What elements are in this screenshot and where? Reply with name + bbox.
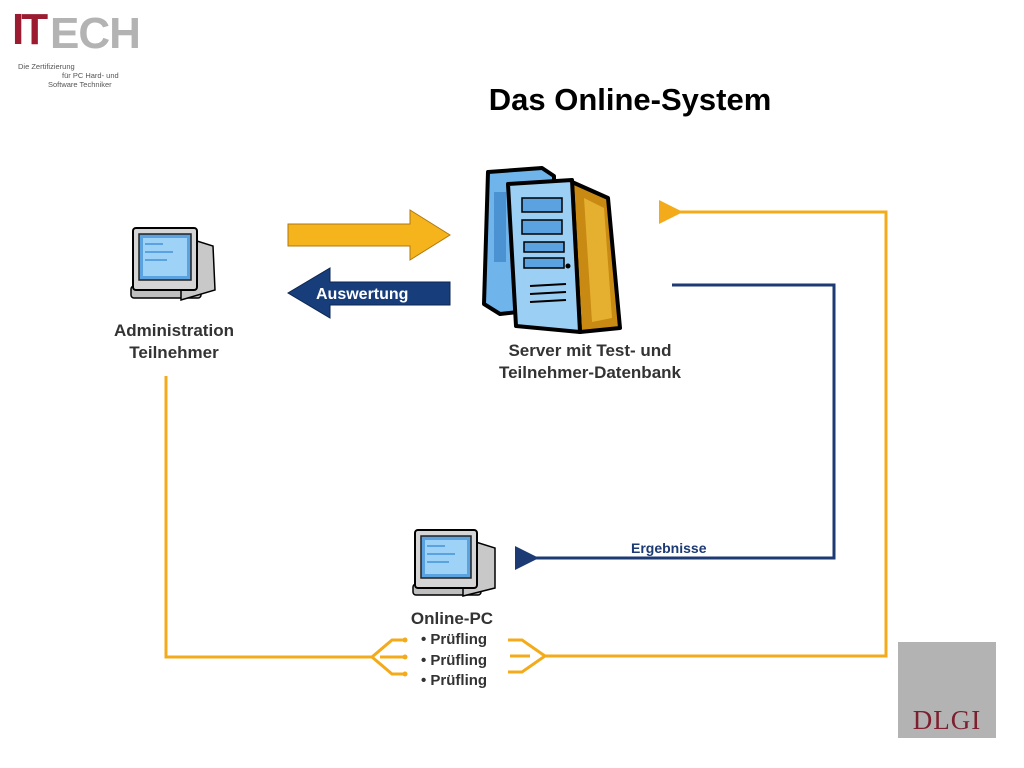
- pruefling-list: • Prüfling • Prüfling • Prüfling: [421, 630, 487, 692]
- admin-label-line2: Teilnehmer: [129, 343, 219, 362]
- left-bracket: [369, 638, 405, 676]
- auswertung-label: Auswertung: [316, 286, 409, 303]
- admin-label-line1: Administration: [114, 321, 234, 340]
- server-label-line2: Teilnehmer-Datenbank: [498, 363, 681, 382]
- server-label: Server mit Test- und Teilnehmer-Datenban…: [470, 340, 710, 384]
- orange-line-admin-to-pc: [164, 376, 372, 659]
- logo-subtitle-3: Software Techniker: [48, 80, 112, 89]
- logo-tech-text: ECH: [50, 9, 141, 58]
- dlgi-logo-text: DLGI: [912, 705, 982, 735]
- ergebnisse-label: Ergebnisse: [631, 540, 707, 556]
- orange-line-pc-to-server: [545, 200, 888, 658]
- admin-label: Administration Teilnehmer: [94, 320, 254, 364]
- pruefling-item: • Prüfling: [421, 672, 488, 689]
- admin-monitor-icon: [130, 227, 216, 302]
- navy-line-ergebnisse: [515, 283, 836, 570]
- page-title: Das Online-System: [488, 82, 772, 117]
- dlgi-logo: DLGI: [898, 642, 996, 738]
- navy-arrow-auswertung: [287, 267, 451, 319]
- online-pc-monitor-icon: [412, 529, 496, 597]
- logo-subtitle-2: für PC Hard- und: [62, 71, 119, 80]
- orange-arrow-to-server: [287, 209, 451, 261]
- logo-it-text: IT: [12, 5, 48, 54]
- server-label-line1: Server mit Test- und: [508, 341, 672, 360]
- pruefling-item: • Prüfling: [421, 631, 488, 648]
- ittech-logo: IT ECH Die Zertifizierung für PC Hard- u…: [10, 8, 160, 90]
- server-icon: [482, 166, 622, 334]
- logo-subtitle-1: Die Zertifizierung: [18, 62, 75, 71]
- right-bracket: [508, 638, 548, 674]
- pruefling-item: • Prüfling: [421, 651, 488, 669]
- online-pc-label: Online-PC: [410, 609, 494, 628]
